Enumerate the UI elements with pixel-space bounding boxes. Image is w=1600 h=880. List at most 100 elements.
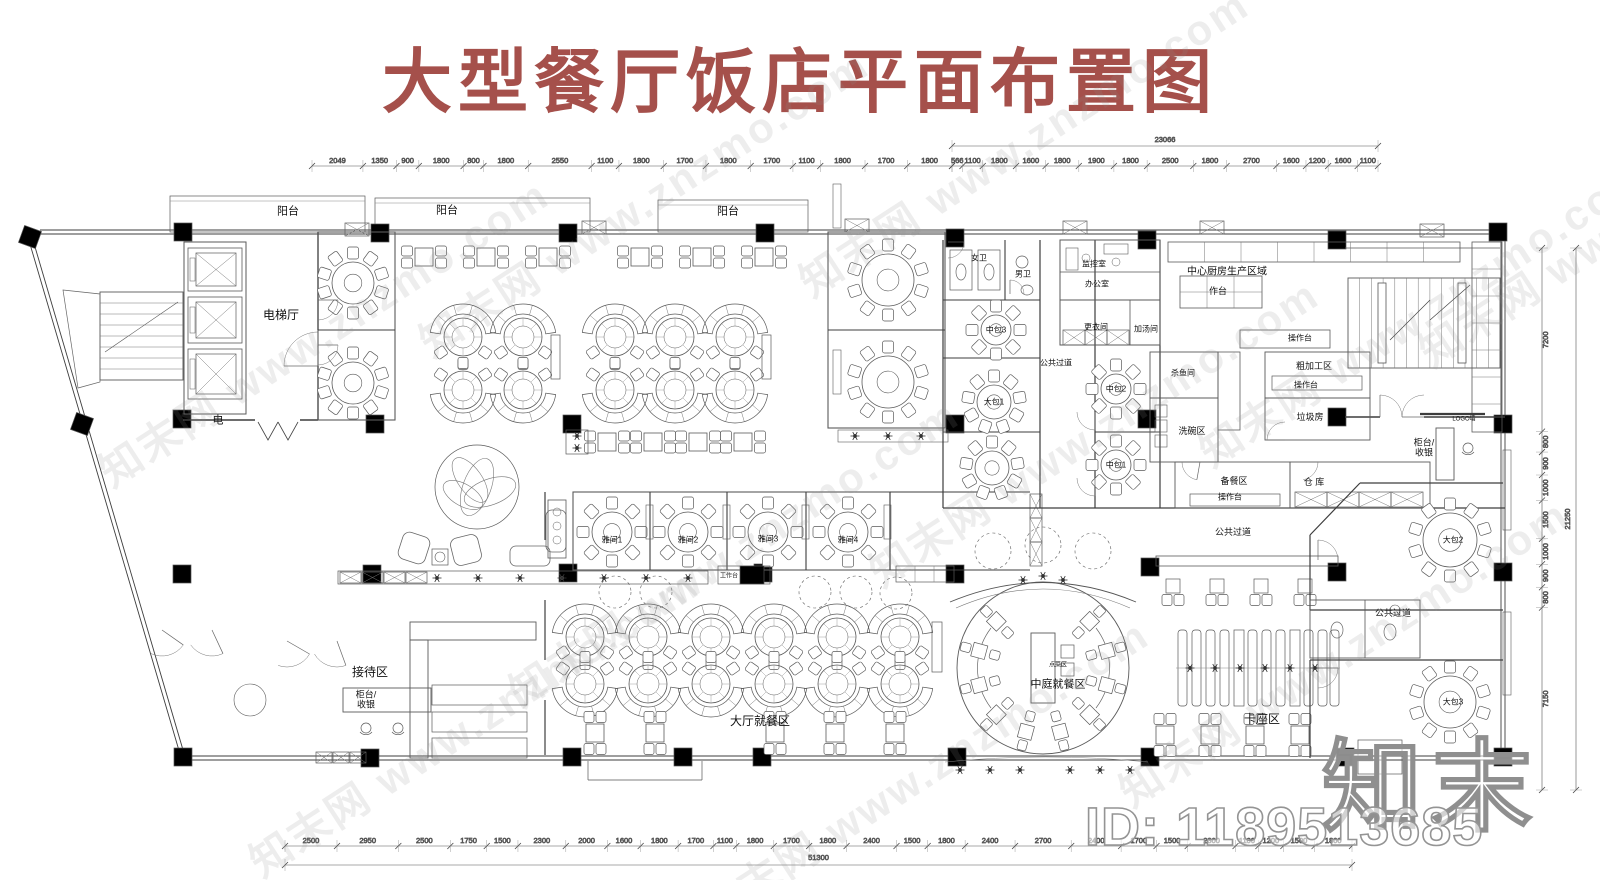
decor-plant: [434, 444, 520, 530]
booth-zone: [944, 555, 1340, 775]
svg-text:1100: 1100: [1360, 156, 1376, 165]
svg-text:2300: 2300: [534, 836, 551, 845]
room-label: 柜台/ 收银: [1413, 437, 1435, 458]
svg-text:1900: 1900: [1088, 156, 1105, 165]
svg-text:2500: 2500: [303, 836, 320, 845]
balconies: [169, 195, 1512, 696]
svg-text:1200: 1200: [1309, 156, 1326, 165]
svg-text:2950: 2950: [359, 836, 376, 845]
main-hall: [551, 603, 943, 781]
room-label: 女卫: [971, 253, 987, 263]
room-label: 操作台: [1218, 492, 1242, 502]
svg-text:1600: 1600: [1283, 156, 1300, 165]
svg-text:1800: 1800: [720, 156, 737, 165]
svg-text:1800: 1800: [1054, 156, 1071, 165]
lounge: [397, 509, 567, 567]
svg-text:1000: 1000: [1541, 479, 1550, 496]
svg-text:1700: 1700: [676, 156, 693, 165]
svg-text:2500: 2500: [1162, 156, 1179, 165]
room-label: 中心厨房生产区域: [1187, 266, 1267, 278]
svg-text:1600: 1600: [1335, 156, 1352, 165]
svg-text:1100: 1100: [717, 836, 733, 845]
svg-text:1100: 1100: [965, 156, 981, 165]
room-label: 中庭就餐区: [1030, 678, 1086, 691]
columns: [18, 222, 1513, 768]
room-label: 大包1: [983, 397, 1005, 407]
svg-text:900: 900: [401, 156, 414, 165]
room-label: 操作台: [1288, 333, 1312, 343]
room-label: 更衣间: [1084, 322, 1108, 332]
room-label: 卡座区: [1243, 712, 1281, 727]
svg-text:900: 900: [1541, 457, 1550, 470]
svg-text:1500: 1500: [1291, 836, 1308, 845]
svg-text:1200: 1200: [1263, 836, 1280, 845]
svg-text:2700: 2700: [1035, 836, 1052, 845]
left-private-rooms: [317, 231, 396, 421]
svg-text:2300: 2300: [1203, 836, 1220, 845]
room-label: 公共过道: [1374, 607, 1412, 618]
svg-text:1800: 1800: [991, 156, 1008, 165]
svg-text:1800: 1800: [433, 156, 450, 165]
svg-text:1500: 1500: [1541, 511, 1550, 528]
upper-dining: [401, 245, 787, 455]
svg-text:7200: 7200: [1541, 331, 1550, 348]
svg-text:1350: 1350: [371, 156, 388, 165]
svg-text:2000: 2000: [578, 836, 595, 845]
room-label: 大包2: [1442, 535, 1464, 545]
svg-text:1100: 1100: [1239, 836, 1255, 845]
svg-text:1700: 1700: [783, 836, 800, 845]
svg-text:1700: 1700: [687, 836, 704, 845]
room-label: 柜台/ 收银: [355, 689, 377, 710]
room-label: 备餐区: [1220, 475, 1248, 486]
room-label: 雅间3: [757, 534, 779, 544]
room-label: 仓 库: [1303, 476, 1325, 487]
svg-text:2500: 2500: [416, 836, 433, 845]
svg-text:51300: 51300: [808, 853, 829, 862]
svg-text:1700: 1700: [1130, 836, 1147, 845]
kitchen: [942, 239, 1505, 509]
room-label: 雅间2: [677, 535, 699, 545]
room-label: 公共过道: [1040, 358, 1072, 368]
svg-text:1800: 1800: [921, 156, 938, 165]
room-label: 洗碗区: [1178, 425, 1206, 436]
svg-text:900: 900: [1541, 569, 1550, 582]
svg-text:1800: 1800: [747, 836, 764, 845]
svg-text:23066: 23066: [1155, 135, 1176, 144]
room-label: 阳台: [717, 205, 739, 218]
room-label: 监控室: [1082, 259, 1106, 269]
room-label: 中包2: [1105, 384, 1127, 394]
right-wing: [1309, 412, 1503, 775]
svg-text:566: 566: [951, 156, 964, 165]
svg-text:1800: 1800: [1325, 836, 1342, 845]
svg-text:1600: 1600: [1022, 156, 1039, 165]
svg-text:2400: 2400: [982, 836, 999, 845]
room-label: 作台: [1208, 285, 1228, 296]
page-title: 大型餐厅饭店平面布置图: [382, 43, 1218, 121]
room-label: 大厅就餐区: [729, 714, 791, 729]
room-label: 操作台: [1294, 380, 1318, 390]
room-label: 点菜区: [1048, 662, 1068, 669]
stairs-left: [62, 289, 184, 389]
svg-text:2550: 2550: [552, 156, 569, 165]
svg-text:800: 800: [1541, 591, 1550, 604]
svg-text:2400: 2400: [1088, 836, 1105, 845]
svg-text:1700: 1700: [763, 156, 780, 165]
svg-text:1600: 1600: [616, 836, 633, 845]
room-label: 大包3: [1442, 697, 1464, 707]
room-label: 公共过道: [1214, 526, 1252, 537]
elevator-core: [183, 232, 319, 441]
svg-text:1800: 1800: [651, 836, 668, 845]
room-label: 男卫: [1015, 269, 1031, 279]
svg-text:1800: 1800: [834, 156, 851, 165]
room-label: 加汤间: [1134, 324, 1158, 334]
svg-text:800: 800: [1541, 436, 1550, 449]
room-label: 雅间1: [601, 535, 623, 545]
stairs-right: [1345, 247, 1505, 418]
svg-text:1100: 1100: [597, 156, 613, 165]
room-label: 中包3: [985, 325, 1007, 335]
room-label: 垃圾房: [1296, 411, 1324, 422]
svg-text:1800: 1800: [820, 836, 837, 845]
svg-text:1800: 1800: [633, 156, 650, 165]
